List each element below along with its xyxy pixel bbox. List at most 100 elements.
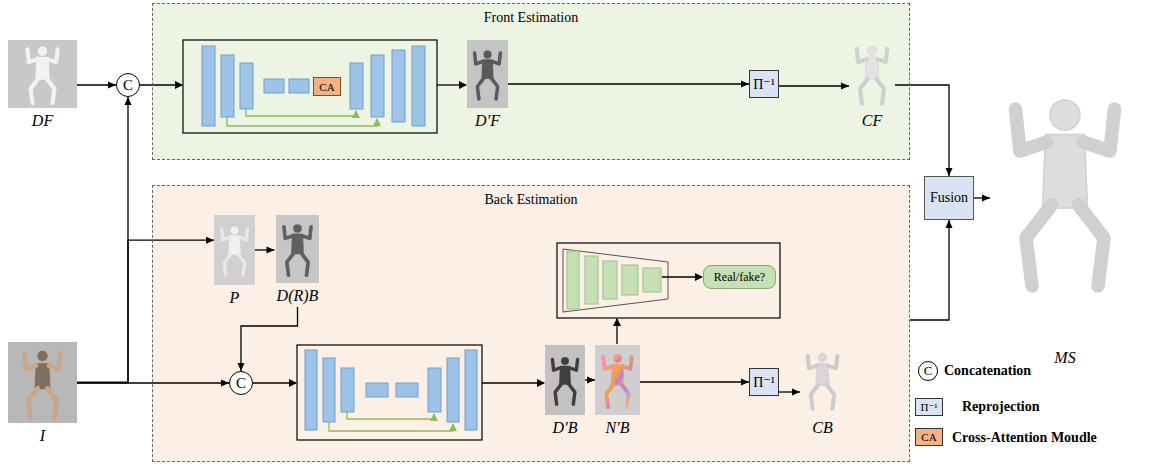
rect-shape [350, 63, 363, 109]
rect-shape [305, 350, 317, 430]
arrow-head [946, 220, 953, 228]
arrow-head [108, 82, 116, 89]
g-shape [202, 46, 425, 126]
arrow-head [841, 83, 849, 90]
node-label: Π⁻¹ [753, 76, 775, 93]
figure-label: P [230, 287, 240, 309]
path-shape [482, 382, 544, 383]
figure-label: DF [32, 110, 53, 132]
concat-circle: C [116, 73, 140, 97]
connector-line [77, 382, 229, 383]
arrow-connector [779, 389, 800, 396]
path-shape [329, 422, 453, 431]
legend-text: Concatenation [944, 362, 1031, 380]
arrow-head [741, 81, 749, 88]
arrow-head [587, 377, 595, 384]
arrow-head [982, 195, 990, 202]
fusion-box: Fusion [924, 176, 974, 220]
connector-line [241, 307, 298, 371]
node-label: Fusion [930, 190, 968, 206]
rect-shape [585, 256, 598, 304]
image-tile: DF [8, 40, 77, 132]
rect-shape [183, 40, 437, 133]
arrow-head [221, 380, 229, 387]
rect-shape [603, 261, 617, 299]
connector-line [508, 83, 749, 84]
connector-line [77, 97, 128, 383]
legend-swatch: Π⁻¹ [915, 398, 943, 416]
arrow-connector [77, 237, 214, 383]
connector-line [640, 381, 749, 382]
use-shape [857, 46, 887, 103]
discriminator-output: Real/fake? [703, 265, 776, 289]
rect-shape [8, 342, 77, 423]
connector-line [77, 240, 214, 382]
use-shape [603, 354, 631, 407]
rect-shape [366, 383, 388, 397]
rect-shape [447, 358, 459, 422]
rect-shape [392, 50, 405, 122]
legend-text: Reprojection [962, 398, 1040, 416]
node-label: CA [319, 81, 334, 93]
rect-shape [465, 350, 477, 430]
rect-shape [323, 358, 335, 422]
reprojection-box: Π⁻¹ [749, 70, 779, 98]
rect-shape [240, 63, 253, 109]
rect-shape [152, 185, 910, 462]
figure-label: CB [812, 417, 832, 439]
use-shape [222, 227, 248, 275]
arrow-connector [77, 82, 116, 89]
image-tile: CB [800, 345, 845, 439]
rect-shape [152, 3, 910, 160]
arrow-connector [779, 83, 849, 90]
g-shape [140, 85, 702, 383]
use-shape [808, 353, 838, 409]
band-title: Back Estimation [153, 192, 909, 208]
arrow-connector [238, 307, 298, 371]
connector-line [895, 85, 949, 176]
figure-label: D(R)B [277, 285, 319, 307]
connector-line [779, 85, 849, 86]
image-tile: D(R)B [275, 215, 321, 307]
arrow-head [125, 97, 132, 105]
path-shape [616, 319, 617, 344]
legend-sample: C [918, 361, 938, 381]
path-shape [437, 84, 466, 85]
legend-symbol-text: CA [921, 431, 936, 443]
rect-shape [289, 79, 309, 93]
rect-shape [202, 46, 215, 126]
figure-label: N′B [606, 417, 630, 439]
path-shape [227, 117, 377, 126]
rect-shape [371, 55, 384, 117]
rect-shape [297, 345, 482, 440]
connector-line [910, 220, 949, 320]
path-shape [140, 84, 182, 85]
use-shape [1016, 100, 1115, 286]
arrow-head [792, 389, 800, 396]
arrow-head [206, 237, 214, 244]
arrow-connector [508, 81, 749, 88]
figure-label: D′F [475, 110, 500, 132]
arrow-head [267, 247, 275, 254]
arrow-connector [895, 85, 953, 176]
image-tile: N′B [595, 345, 640, 439]
cross-attention-box: CA [313, 77, 341, 96]
figure-label: I [40, 425, 45, 447]
image-tile: D′B [545, 345, 585, 439]
image-tile: D′F [467, 40, 508, 132]
path-shape [662, 276, 702, 277]
arrow-connector [77, 97, 132, 383]
reprojection-box: Π⁻¹ [749, 368, 779, 396]
arrow-connector [77, 380, 229, 387]
node-label: Real/fake? [714, 270, 765, 285]
arrow-head [238, 363, 245, 371]
node-label: C [123, 77, 133, 94]
path-shape [246, 109, 356, 116]
rect-shape [412, 46, 425, 126]
rect-shape [545, 345, 585, 415]
figure-label: CF [862, 110, 882, 132]
stage-band: Front EstimationCAD′FΠ⁻¹CF [152, 3, 910, 160]
